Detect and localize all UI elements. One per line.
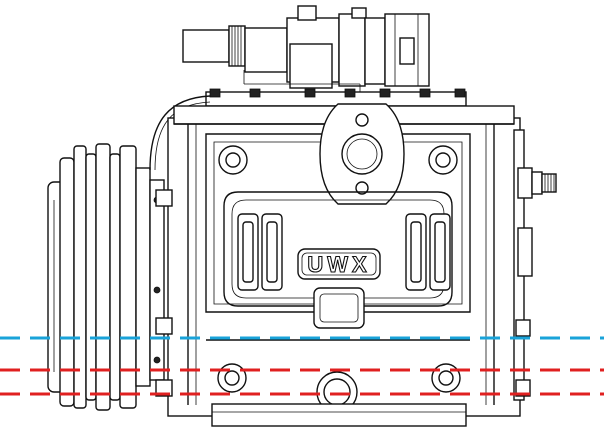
- left-vent-slots: [237, 213, 283, 291]
- top-connector-assembly: [182, 5, 430, 96]
- right-side-fittings: [513, 129, 557, 401]
- clutch-wire: [149, 95, 211, 171]
- right-vent-slots: [405, 213, 451, 291]
- port-flange: [319, 103, 405, 205]
- brand-label: UWX: [307, 252, 370, 277]
- head-bolts: [205, 88, 467, 107]
- guide-lines: [0, 336, 604, 396]
- left-side-bolts: [155, 189, 173, 397]
- brand-badge: UWX: [297, 248, 381, 280]
- clutch-pulley: [47, 143, 165, 411]
- center-panel: [223, 191, 453, 307]
- lower-boss: [313, 287, 365, 329]
- lower-section: [206, 339, 470, 427]
